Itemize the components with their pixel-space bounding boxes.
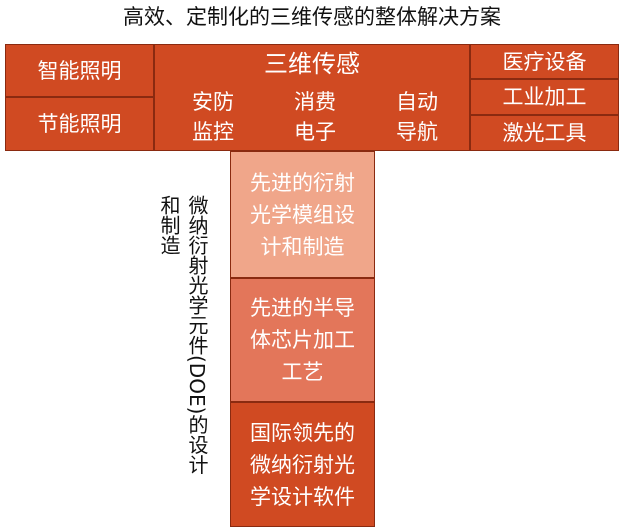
smart-lighting-box: 智能照明 [5, 44, 154, 97]
medical-devices-label: 医疗设备 [502, 49, 587, 74]
consumer-line-1: 消费 [294, 90, 336, 114]
security-monitoring-label: 安防 监控 [173, 87, 253, 147]
industrial-processing-box: 工业加工 [470, 79, 619, 115]
industrial-processing-label: 工业加工 [502, 85, 587, 109]
semiconductor-process-label: 先进的半导体芯片加工工艺 [250, 296, 355, 384]
module-design-label: 先进的衍射光学模组设计和制造 [250, 170, 355, 259]
3d-sensing-heading: 三维传感 [264, 50, 360, 78]
design-software-label: 国际领先的微纳衍射光学设计软件 [250, 420, 355, 509]
3d-sensing-box: 三维传感 安防 监控 消费 电子 自动 导航 [154, 44, 470, 151]
module-design-box: 先进的衍射光学模组设计和制造 [230, 151, 375, 278]
smart-lighting-label: 智能照明 [37, 58, 122, 83]
doe-side-caption: 微纳衍射光学元件(DOE)的设计和制造 [157, 195, 209, 475]
navigation-line-2: 导航 [396, 120, 438, 144]
security-line-2: 监控 [192, 120, 234, 144]
consumer-line-2: 电子 [294, 120, 336, 144]
consumer-electronics-label: 消费 电子 [275, 87, 355, 147]
medical-devices-box: 医疗设备 [470, 44, 619, 79]
energy-saving-lighting-box: 节能照明 [5, 97, 154, 151]
page-title: 高效、定制化的三维传感的整体解决方案 [123, 5, 501, 29]
energy-saving-lighting-label: 节能照明 [37, 112, 122, 136]
laser-tools-label: 激光工具 [502, 121, 587, 145]
auto-navigation-label: 自动 导航 [377, 87, 457, 147]
security-line-1: 安防 [192, 90, 234, 114]
design-software-box: 国际领先的微纳衍射光学设计软件 [230, 402, 375, 527]
semiconductor-process-box: 先进的半导体芯片加工工艺 [230, 278, 375, 402]
navigation-line-1: 自动 [396, 90, 438, 114]
laser-tools-box: 激光工具 [470, 115, 619, 151]
